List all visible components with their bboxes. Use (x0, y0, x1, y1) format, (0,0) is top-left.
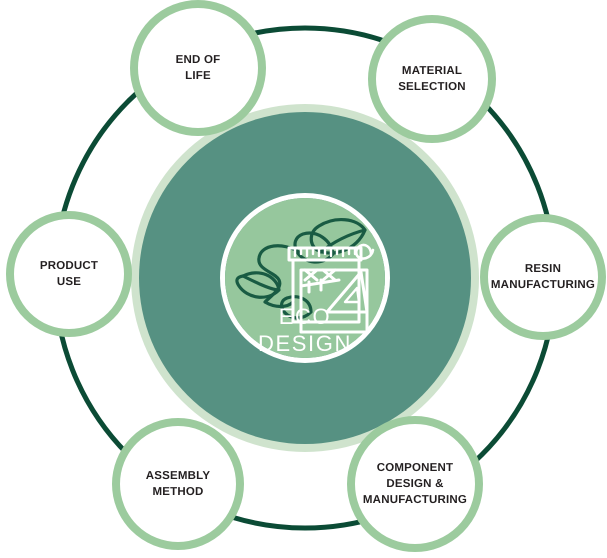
draft-mark-4-icon (321, 268, 337, 282)
vine-stem-icon (257, 244, 301, 309)
node-bubbles (6, 0, 606, 552)
drafting-board-icon (287, 243, 375, 334)
node-bubble-component-design-and-manufacturing[interactable] (347, 416, 483, 552)
leaf-mid-icon (293, 231, 335, 264)
node-bubble-product-use[interactable] (6, 211, 132, 337)
set-square-inner-icon (343, 286, 361, 304)
node-bubble-end-of-life[interactable] (130, 0, 266, 136)
node-bubble-resin-manufacturing[interactable] (480, 214, 606, 340)
node-bubble-material-selection[interactable] (368, 15, 496, 143)
leaf-left-vein-icon (241, 274, 279, 292)
leaf-left-icon (235, 271, 281, 299)
draft-mark-2-icon (303, 268, 319, 282)
center-white-ring (220, 193, 390, 363)
leaf-bottom-icon (280, 295, 313, 320)
compass-spiral-icon (354, 243, 375, 260)
leaf-drafting-board-icon (235, 218, 375, 334)
ruler-ticks-icon (293, 246, 357, 258)
leaf-vine-group (235, 218, 367, 320)
node-bubble-assembly-method[interactable] (112, 418, 244, 550)
set-square-icon (325, 270, 369, 314)
